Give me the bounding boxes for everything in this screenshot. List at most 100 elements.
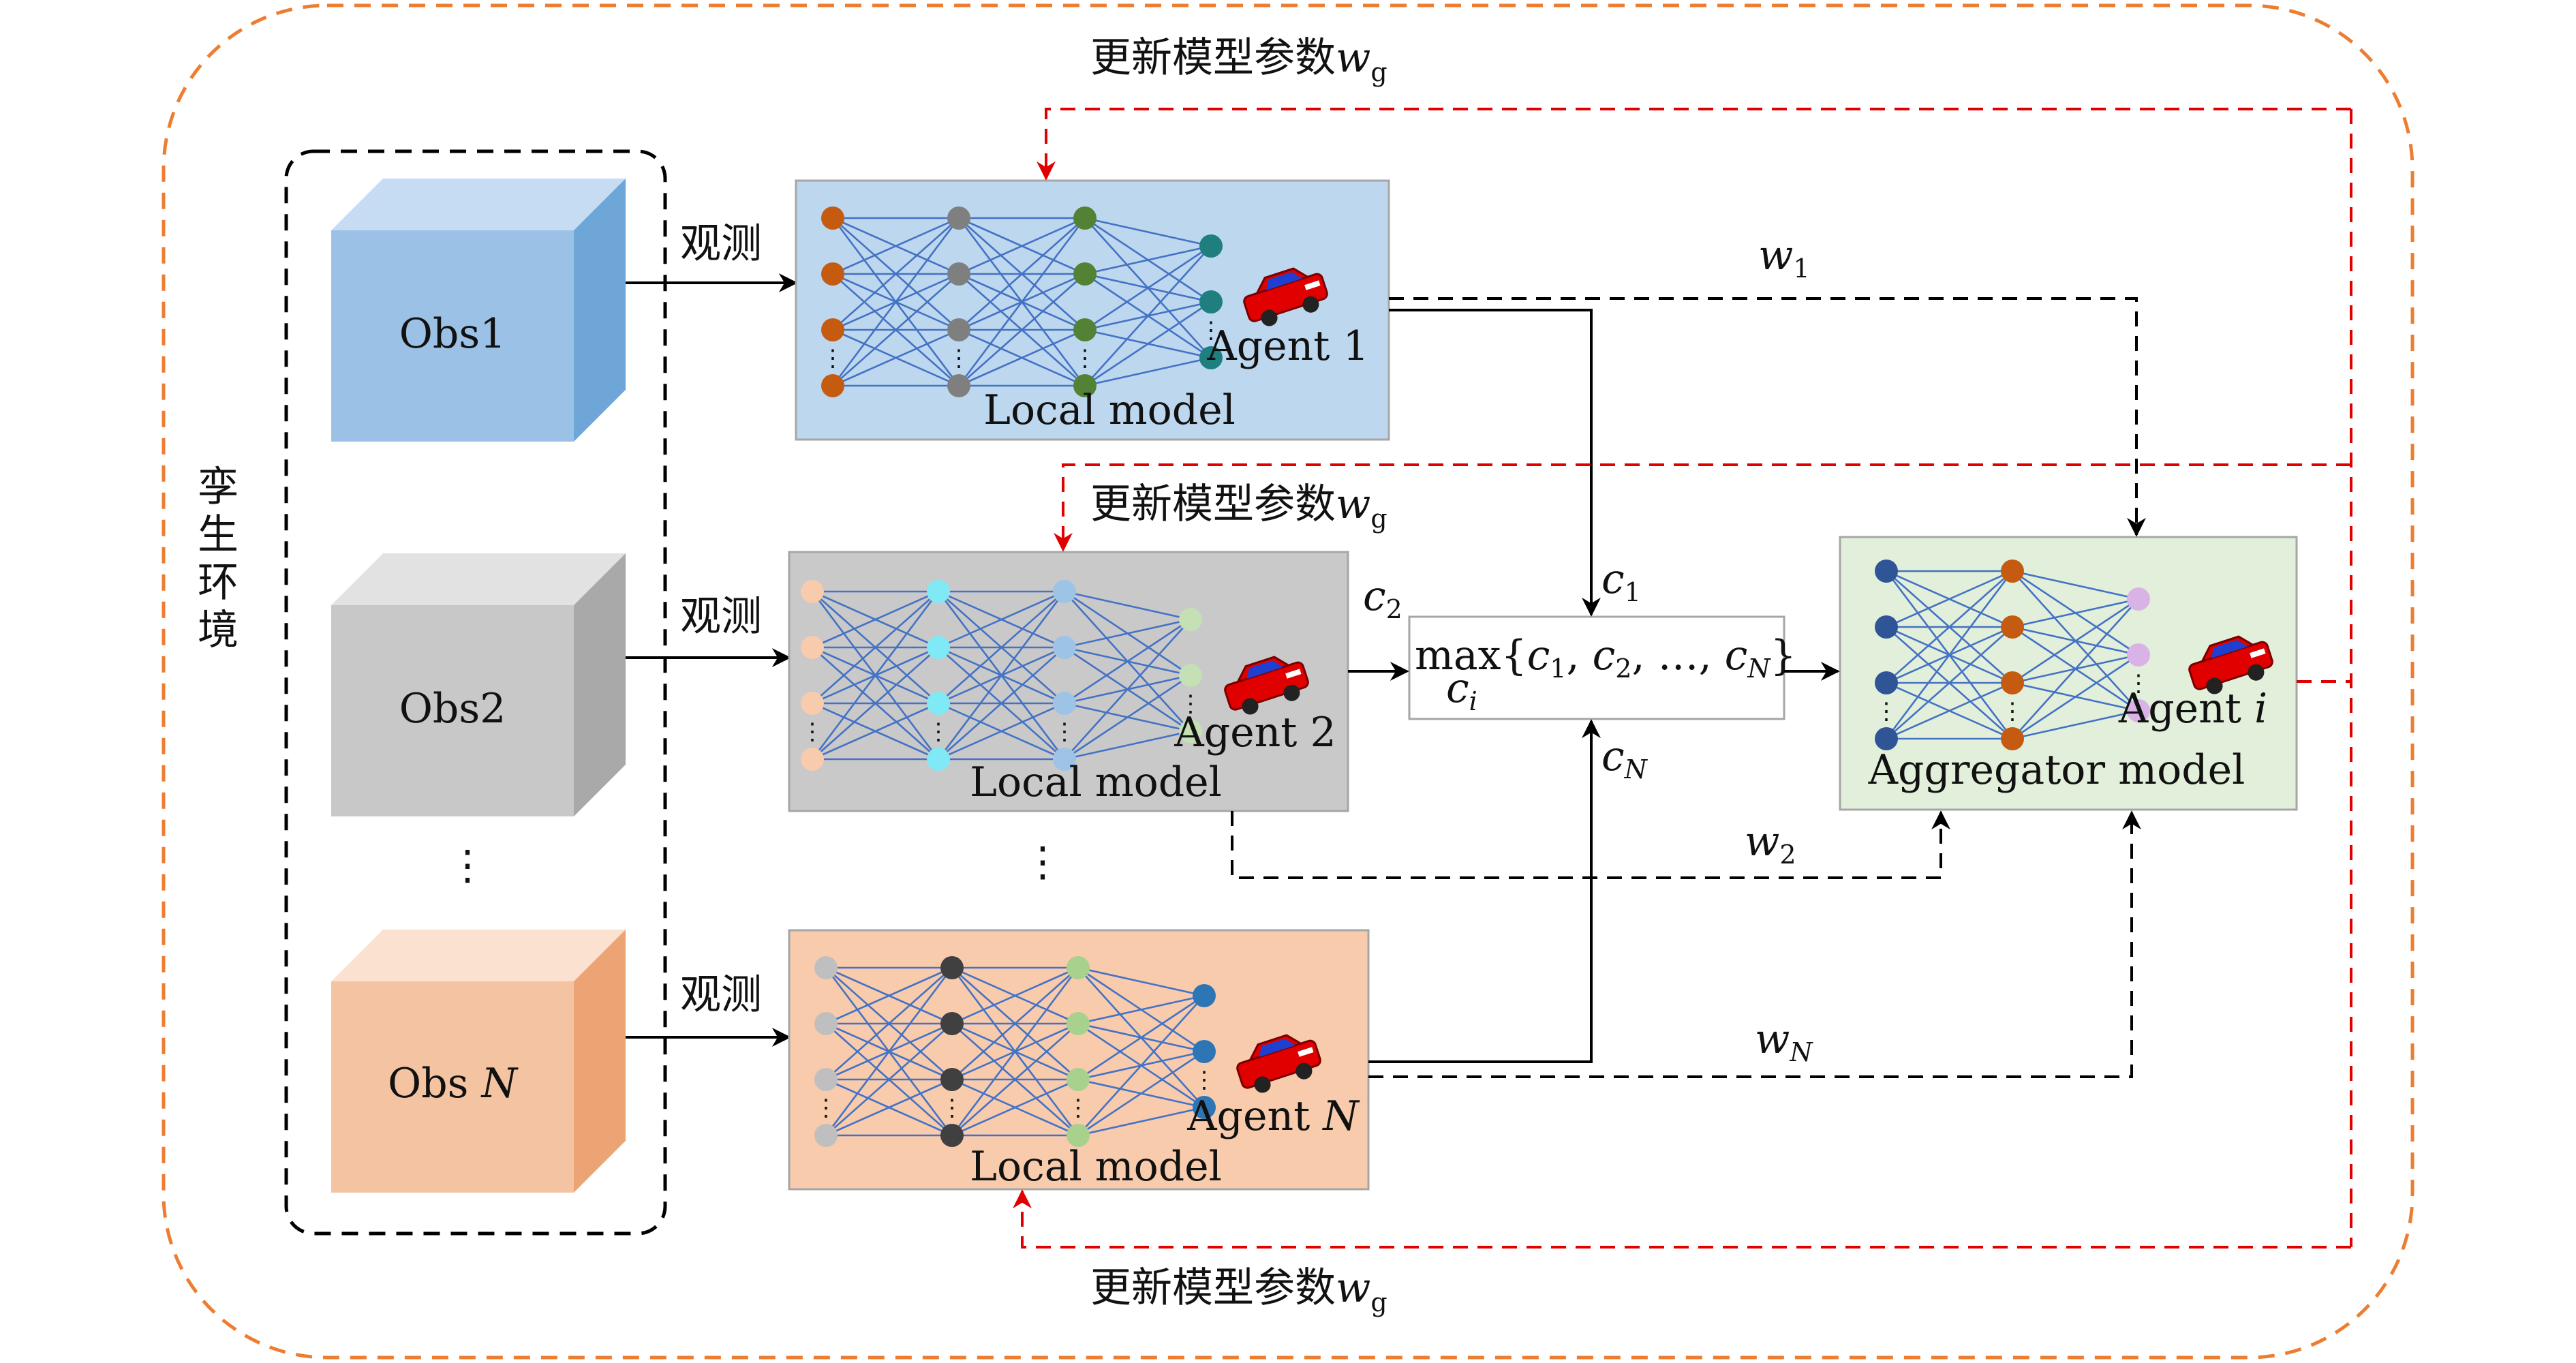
aggregator-net-connection [2012, 654, 2139, 740]
agent-i-label: Agent i [2118, 685, 2267, 733]
observation-group [284, 149, 667, 1236]
aggregator-net-neuron [2127, 643, 2150, 667]
local-net-n-layer-ellipsis: ⋮ [1193, 1067, 1216, 1094]
local-net-2-connection [938, 591, 1065, 704]
aggregator-net-neuron [1875, 560, 1898, 583]
max-selection-box [1408, 615, 1785, 720]
car-icon-agent-1-light [1304, 280, 1321, 290]
local-net-n-neuron [814, 956, 838, 979]
aggregator-net-connection [2012, 570, 2139, 600]
obs2-side-face [574, 553, 626, 816]
local-net-n-connection [951, 967, 1079, 1136]
obs-cube-2: Obs2 [331, 553, 626, 816]
local-net-n-connection [1077, 994, 1205, 1025]
local-net-n-layer-ellipsis: ⋮ [940, 1094, 964, 1122]
car-icon-agent-n [1236, 1034, 1321, 1093]
local-net-n-connection [1077, 1050, 1205, 1137]
local-net-2-connection [937, 591, 1066, 760]
local-net-2-neuron [927, 748, 950, 771]
local-net-2-connection [1064, 674, 1191, 761]
local-net-1-layer-ellipsis: ⋮ [1073, 345, 1097, 372]
max-expression: max{c1, c2, …, cN} [1415, 632, 1796, 684]
local-net-1-connection [958, 328, 1086, 387]
local-net-2-connection [1064, 619, 1191, 760]
car-icon-agent-n-light [1298, 1047, 1314, 1057]
local-net-n-neuron [1067, 1068, 1090, 1091]
local-net-2-neuron [1053, 692, 1076, 715]
w1-label: w1 [1758, 232, 1810, 284]
aggregator-net-layer-ellipsis: ⋮ [2001, 698, 2024, 725]
observe-label-2: 观测 [680, 593, 762, 641]
local-net-1-connection [958, 273, 1086, 386]
car-icon-agent-1-window [1266, 272, 1303, 290]
local-net-1-neuron [1199, 346, 1223, 369]
local-net-2-neuron [1053, 748, 1076, 771]
obs1-label: Obs1 [399, 310, 506, 358]
local-net-1-connection [1084, 245, 1212, 331]
aggregator-net-connection [2012, 709, 2139, 740]
local-net-n-neuron [940, 1012, 964, 1035]
agent-2-label: Agent 2 [1174, 709, 1336, 756]
local-net-2-neuron [1179, 720, 1202, 743]
local-net-n-connection [1077, 966, 1205, 997]
local-net-1-layer-ellipsis: ⋮ [1199, 317, 1223, 344]
local-net-1-neuron [1199, 234, 1223, 258]
obs1-top-face [331, 179, 626, 230]
local-net-2-connection [812, 647, 939, 760]
local-net-n-neuron [940, 956, 964, 979]
aggregator-net-connection [2012, 598, 2139, 684]
obsn-top-face [331, 930, 626, 981]
obs1-front-face [331, 230, 574, 442]
local-net-2-layer-ellipsis: ⋮ [801, 718, 824, 746]
aggregator-net-connection [1885, 570, 2014, 739]
local-net-n-connection [951, 967, 1079, 1080]
update-label-middle: 更新模型参数wg [1090, 480, 1387, 534]
car-icon-agent-2-wheel [1242, 698, 1259, 715]
local-net-1-connection [1084, 245, 1212, 275]
local-net-n-neuron [1067, 1124, 1090, 1147]
car-icon-agent-1-wheel [1261, 309, 1278, 326]
local-net-n-layer-ellipsis: ⋮ [814, 1094, 838, 1122]
aggregator-net-connection [2012, 598, 2139, 628]
local-net-1-neuron [1073, 318, 1097, 341]
twin-char-2: 生 [198, 511, 239, 559]
local-net-2-neuron [1179, 608, 1202, 631]
update-label-bottom: 更新模型参数wg [1090, 1264, 1387, 1317]
obs-vertical-ellipsis: ⋮ [447, 842, 488, 889]
update-arrow-n [1013, 1189, 2351, 1249]
local-net-n-connection [825, 1078, 953, 1137]
aggregator-net-connection [1886, 570, 2013, 684]
obs-cube-n: Obs N [331, 930, 626, 1193]
local-net-1-neuron [1073, 262, 1097, 286]
local-net-2-connection [1064, 618, 1191, 649]
twin-environment-label: 孪 生 环 境 [198, 463, 239, 654]
local-net-2-connection [812, 591, 939, 704]
local-net-1-neuron [821, 262, 844, 286]
local-net-n-neuron [1193, 1096, 1216, 1119]
agent-1-label: Agent 1 [1206, 322, 1368, 370]
aggregator-net-layer-ellipsis: ⋮ [1875, 698, 1898, 725]
local-net-n-connection [951, 1078, 1079, 1137]
local-net-2-neuron [801, 748, 824, 771]
local-net-1-neuron [947, 262, 970, 286]
update-label-top: 更新模型参数wg [1090, 34, 1387, 87]
c1-label: c1 [1601, 555, 1641, 607]
wn-label: wN [1755, 1015, 1813, 1067]
local-net-1-connection [832, 217, 960, 331]
local-net-1-connection [957, 217, 1086, 386]
aggregator-model-label: Aggregator model [1868, 746, 2245, 794]
local-net-n-connection [825, 1023, 953, 1136]
car-icon-agent-n-wheel [1295, 1062, 1313, 1079]
local-net-2-neuron [927, 692, 950, 715]
observe-label-1: 观测 [680, 220, 762, 268]
obsn-label: Obs N [388, 1060, 519, 1107]
obsn-side-face [574, 930, 626, 1193]
twin-boundary [162, 3, 2414, 1360]
local-model-2-label: Local model [970, 759, 1222, 806]
cn-label: cN [1601, 733, 1649, 784]
w2-label: w2 [1745, 818, 1796, 870]
local-net-1-neuron [1073, 374, 1097, 397]
twin-char-3: 环 [198, 559, 239, 607]
obs2-label: Obs2 [399, 685, 506, 733]
obs2-front-face [331, 605, 574, 816]
